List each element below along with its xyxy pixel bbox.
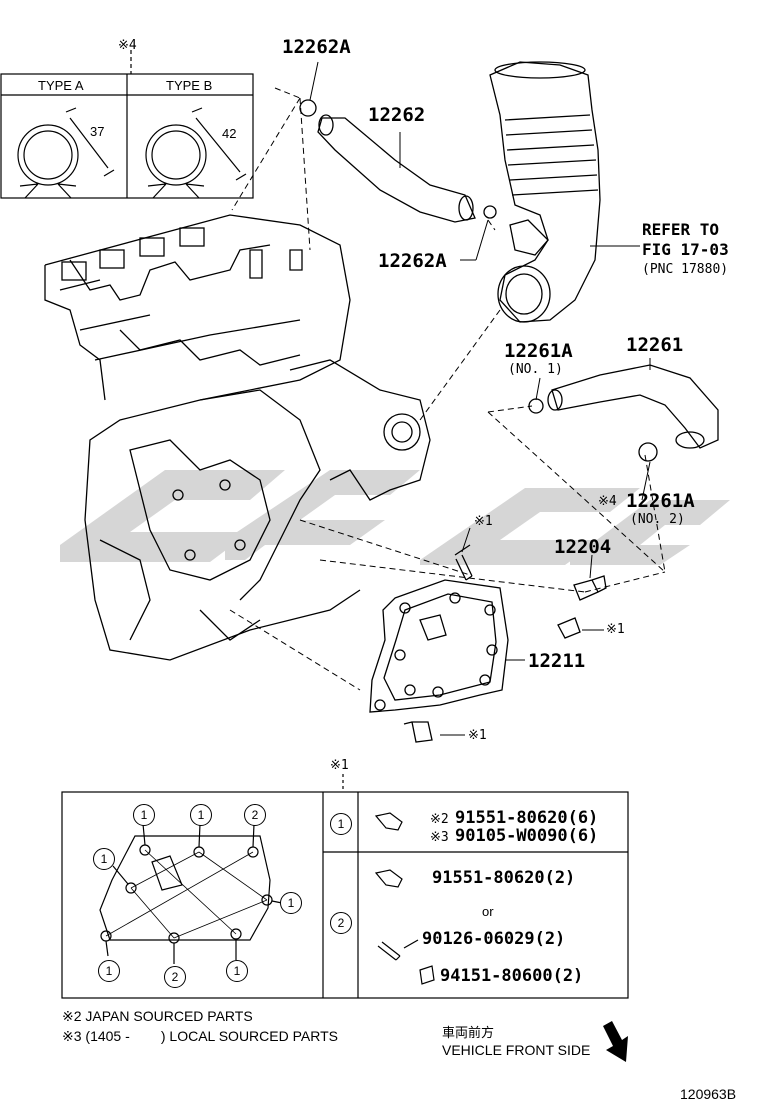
no2-label: (NO. 2) — [630, 512, 685, 527]
refer-line2: FIG 17-03 — [642, 240, 729, 259]
bolt-callout: 1 — [133, 804, 155, 826]
x1-mark-table: ※1 — [330, 758, 349, 773]
row2-part3: 94151-80600(2) — [440, 966, 584, 986]
part-12204: 12204 — [554, 536, 612, 558]
bolt-callout: 1 — [98, 960, 120, 982]
x1-mark-nut: ※1 — [606, 622, 625, 637]
bolt-callout: 2 — [244, 804, 266, 826]
x4-mark-top: ※4 — [118, 38, 137, 53]
no1-label: (NO. 1) — [508, 362, 563, 377]
leader-lines — [229, 87, 666, 691]
refer-line3: (PNC 17880) — [642, 262, 729, 277]
x1-mark-stud: ※1 — [474, 514, 493, 529]
note-local-sourced: ※3 (1405 - ) LOCAL SOURCED PARTS — [62, 1028, 338, 1044]
clamp-type-box — [0, 50, 254, 199]
bolt-callout: 2 — [164, 966, 186, 988]
diagram-id: 120963B — [680, 1086, 737, 1102]
engine-block — [44, 214, 431, 661]
refer-line1: REFER TO — [642, 220, 720, 239]
hose-12261 — [528, 364, 719, 462]
bolt-callout: 1 — [280, 892, 302, 914]
row2-part1: 91551-80620(2) — [432, 868, 576, 888]
part-12262A-top: 12262A — [282, 36, 351, 58]
dim-a-label: 37 — [90, 124, 105, 139]
front-direction-arrow-icon — [603, 1021, 628, 1062]
row1-part1: 91551-80620(6) — [455, 808, 599, 828]
part-12262: 12262 — [368, 104, 426, 126]
part-12211: 12211 — [528, 650, 586, 672]
part-12261A-no2: 12261A — [626, 490, 695, 512]
part-12261A-no1: 12261A — [504, 340, 573, 362]
row1-part2: 90105-W0090(6) — [455, 826, 599, 846]
note-japan-sourced: ※2 JAPAN SOURCED PARTS — [62, 1008, 253, 1024]
row1-mark1: ※2 — [430, 812, 449, 827]
front-label-en: VEHICLE FRONT SIDE — [442, 1042, 591, 1058]
dim-b-label: 42 — [222, 126, 237, 141]
row2-part2: 90126-06029(2) — [422, 929, 566, 949]
row2-or: or — [482, 904, 494, 919]
hose-12262 — [299, 99, 497, 223]
row1-mark2: ※3 — [430, 830, 449, 845]
type-a-label: TYPE A — [38, 78, 84, 93]
bolt-table-frame — [61, 774, 629, 999]
type-b-label: TYPE B — [166, 78, 213, 93]
part-12261: 12261 — [626, 334, 684, 356]
bolt-callout: 1 — [190, 804, 212, 826]
gasket-12211 — [369, 579, 509, 713]
table-key-2: 2 — [330, 912, 352, 934]
watermark-logo — [60, 470, 730, 565]
fasteners — [403, 544, 607, 743]
x4-mark-12261A: ※4 — [598, 494, 617, 509]
air-intake-hose — [489, 61, 601, 323]
bolt-callout: 1 — [226, 960, 248, 982]
front-label-jp: 車両前方 — [442, 1026, 495, 1041]
x1-mark-bolt: ※1 — [468, 728, 487, 743]
table-key-1: 1 — [330, 813, 352, 835]
part-12262A-mid: 12262A — [378, 250, 447, 272]
label-leaders — [309, 61, 651, 736]
bolt-callout: 1 — [93, 848, 115, 870]
